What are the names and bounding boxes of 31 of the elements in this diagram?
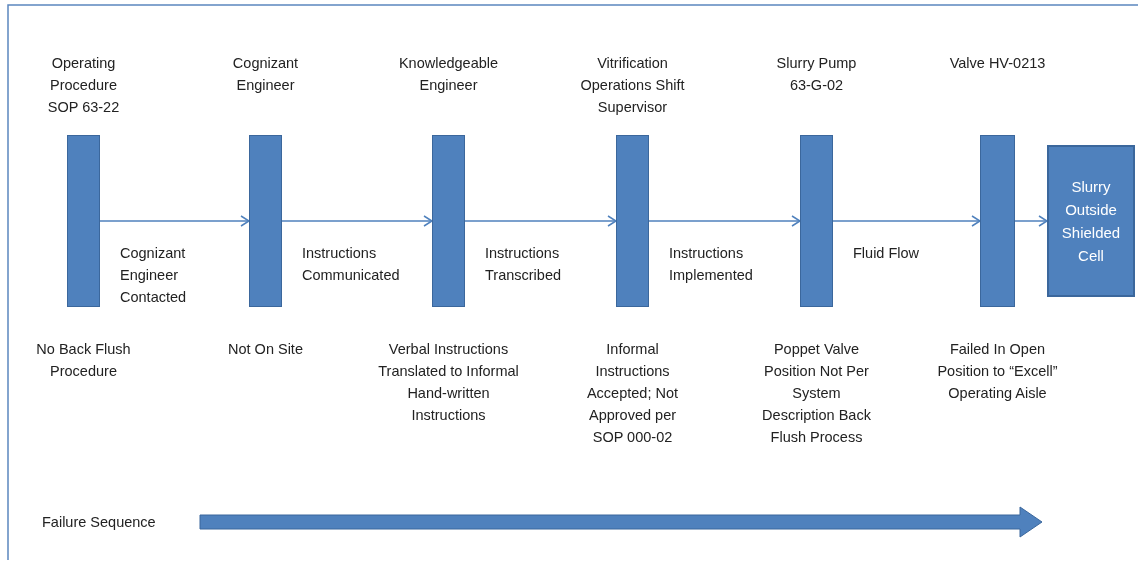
- arrow: [99, 215, 250, 227]
- arrow: [464, 215, 617, 227]
- bar-heading: Knowledgeable Engineer: [397, 54, 500, 95]
- bar-heading: Operating Procedure SOP 63-22: [46, 54, 121, 117]
- arrow: [281, 215, 433, 227]
- timeline-bar: [800, 135, 833, 307]
- bar-note: Poppet Valve Position Not Per System Description Back Flush Process: [761, 340, 872, 447]
- timeline-bar: [980, 135, 1015, 307]
- bar-heading: Valve HV-0213: [948, 54, 1047, 73]
- edge-label: Instructions Transcribed: [485, 244, 563, 285]
- timeline-bar: [249, 135, 282, 307]
- outcome-box: Slurry Outside Shielded Cell: [1047, 145, 1135, 297]
- edge-label: Instructions Implemented: [669, 244, 754, 285]
- sequence-label: Failure Sequence: [42, 513, 156, 532]
- bar-heading: Vitrification Operations Shift Supervisor: [579, 54, 686, 117]
- edge-label: Fluid Flow: [853, 244, 921, 263]
- bar-note: Informal Instructions Accepted; Not Approved per SOP 000-02: [585, 340, 680, 447]
- timeline-bar: [616, 135, 649, 307]
- timeline-bar: [67, 135, 100, 307]
- timeline-bar: [432, 135, 465, 307]
- arrow: [648, 215, 801, 227]
- bar-note: Failed In Open Position to “Excell” Operating Aisle: [936, 340, 1059, 403]
- arrow: [832, 215, 981, 227]
- edge-label: Cognizant Engineer Contacted: [120, 244, 188, 307]
- edge-label: Instructions Communicated: [302, 244, 401, 285]
- bar-heading: Cognizant Engineer: [231, 54, 300, 95]
- bar-note: No Back Flush Procedure: [35, 340, 132, 381]
- bar-note: Verbal Instructions Translated to Informal Hand-written Instructions: [377, 340, 520, 425]
- bar-note: Not On Site: [227, 340, 304, 359]
- bar-heading: Slurry Pump 63-G-02: [775, 54, 858, 95]
- arrow: [1014, 215, 1048, 227]
